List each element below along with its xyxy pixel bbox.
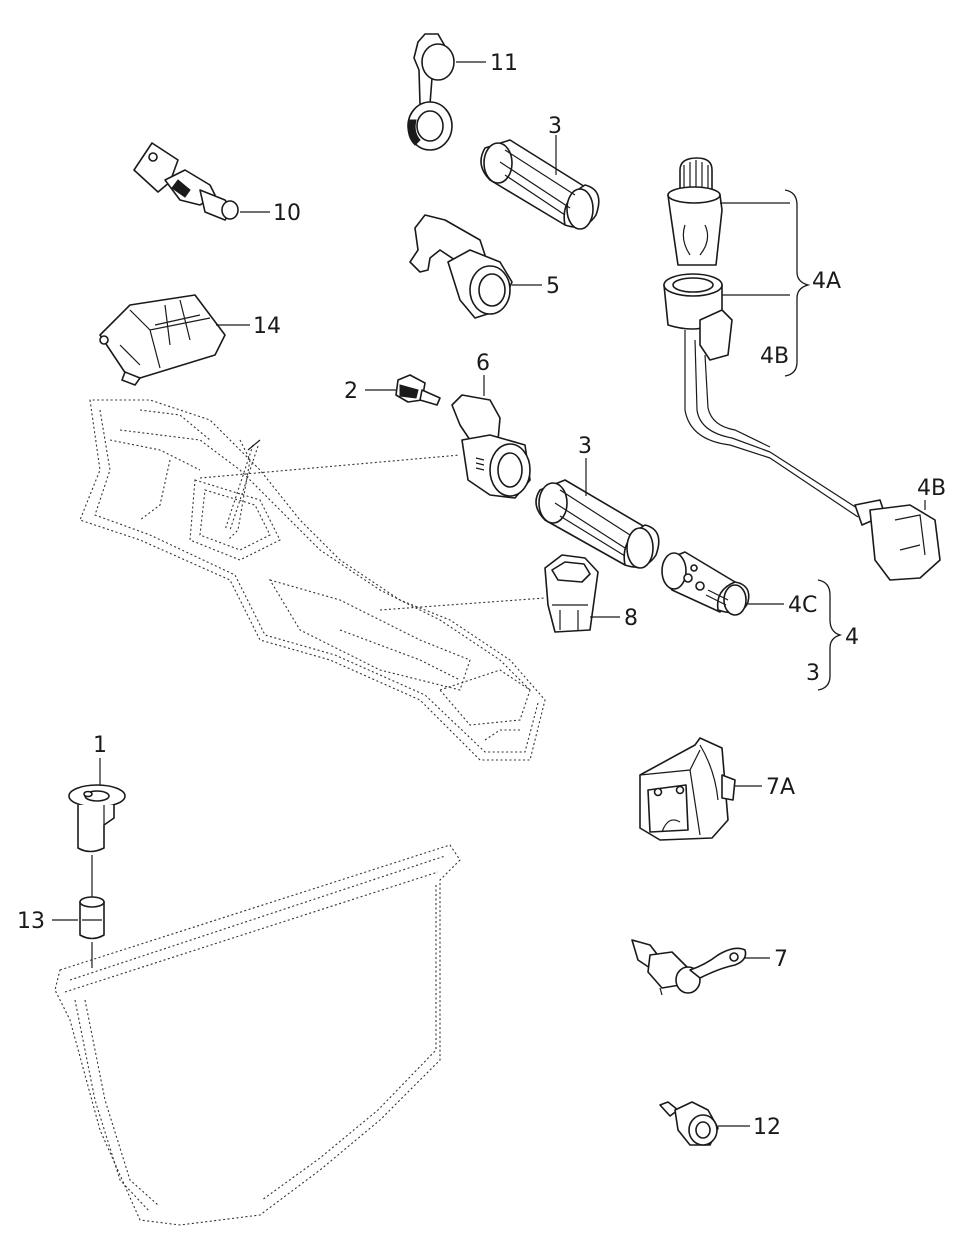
part-5-bracket [409, 214, 513, 319]
callout-2: 2 [344, 379, 358, 404]
door-panel-outline [54, 844, 461, 1226]
callout-8: 8 [624, 606, 638, 631]
brace-4a-4b [784, 189, 811, 377]
part-3-sleeve-middle [535, 479, 660, 569]
callout-5: 5 [546, 274, 560, 299]
callout-14: 14 [253, 314, 281, 339]
callout-4: 4 [845, 625, 859, 650]
callout-3-middle: 3 [578, 434, 592, 459]
callout-1: 1 [93, 733, 107, 758]
part-7a-holder [639, 737, 736, 841]
callout-3-bracket: 3 [806, 661, 820, 686]
part-1-insert [68, 784, 126, 853]
part-4b-socket-with-cable [663, 273, 941, 581]
part-2-bulb [395, 374, 441, 406]
center-console-outline [79, 399, 546, 761]
brace-4c-3 [817, 579, 843, 691]
part-8-switch [544, 554, 599, 633]
callout-7: 7 [774, 947, 788, 972]
callout-12: 12 [753, 1115, 781, 1140]
callout-4b-upper: 4B [760, 344, 789, 369]
callout-4c: 4C [788, 593, 817, 618]
callout-13: 13 [17, 909, 45, 934]
part-3-sleeve-top [480, 139, 600, 230]
part-14-block [99, 294, 226, 386]
gear-lever [224, 439, 261, 531]
callout-4b-lower: 4B [917, 476, 946, 501]
part-4a-lighter-insert [667, 157, 723, 266]
callout-3-top: 3 [548, 114, 562, 139]
part-12-cap [659, 1101, 719, 1146]
callout-4a: 4A [812, 269, 841, 294]
callout-10: 10 [273, 201, 301, 226]
part-13-sleeve [79, 896, 105, 940]
part-6-socket-housing [451, 394, 531, 499]
callout-7a: 7A [766, 775, 795, 800]
part-4c-lighter [661, 551, 750, 616]
part-11-cap [407, 33, 455, 151]
callout-labels: 11 3 10 5 14 4A 4B 2 6 3 4B 8 4C 4 3 1 7… [17, 51, 946, 1140]
part-7-lamp [631, 939, 747, 996]
part-10-bulb-holder [133, 142, 239, 221]
callout-11: 11 [490, 51, 518, 76]
callout-6: 6 [476, 351, 490, 376]
